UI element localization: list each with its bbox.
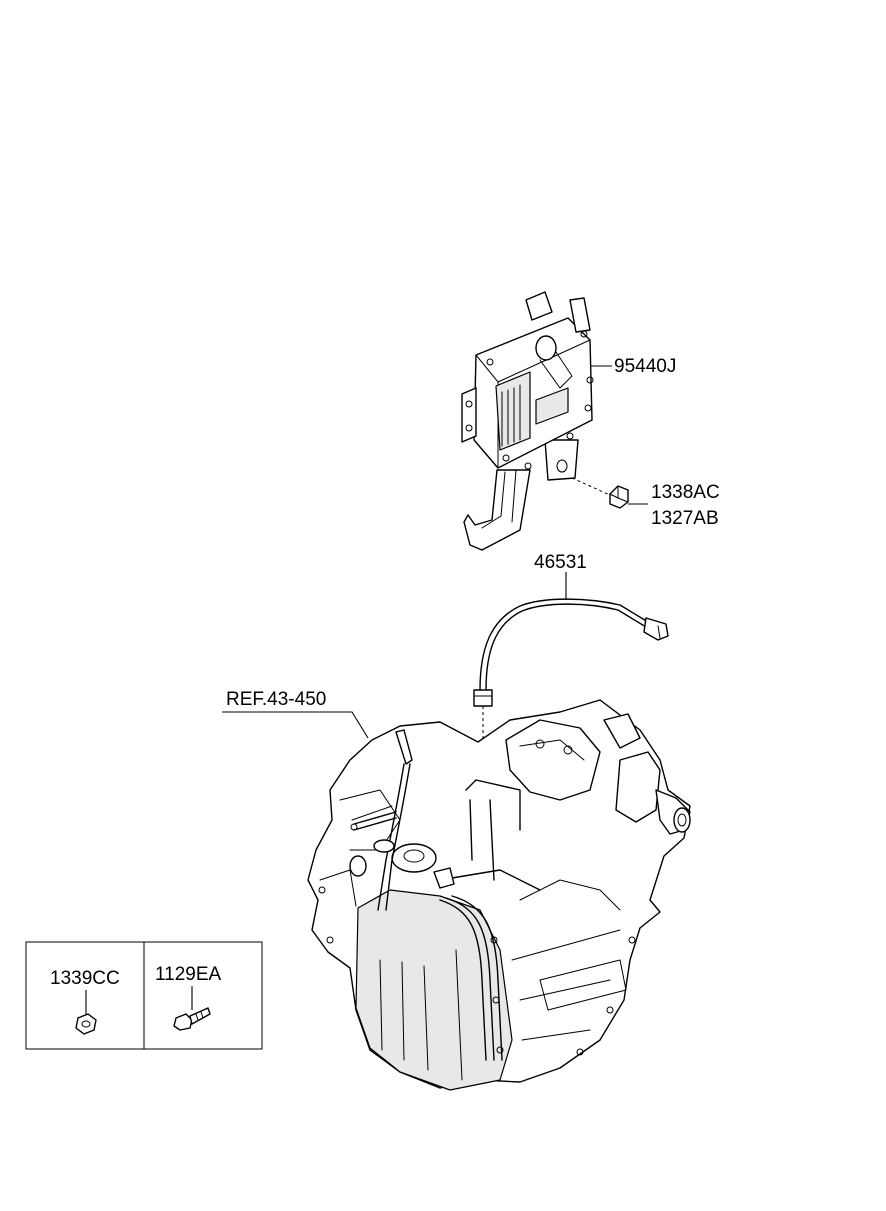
label-bolt-b: 1327AB bbox=[651, 508, 719, 529]
label-harness: 46531 bbox=[534, 552, 587, 573]
transaxle-assembly bbox=[307, 699, 691, 1091]
label-flange-bolt: 1129EA bbox=[155, 964, 222, 985]
mounting-bolt[interactable] bbox=[571, 477, 629, 509]
flange-bolt-icon[interactable] bbox=[173, 1007, 211, 1031]
label-bolt-a: 1338AC bbox=[651, 482, 720, 503]
leader-lines bbox=[85, 365, 648, 1018]
transmission-control-module[interactable] bbox=[461, 291, 594, 551]
label-nut: 1339CC bbox=[50, 968, 120, 989]
small-parts-box bbox=[25, 941, 263, 1050]
label-reference[interactable]: REF.43-450 bbox=[226, 689, 326, 710]
wiring-harness[interactable] bbox=[473, 598, 669, 756]
nut-icon[interactable] bbox=[75, 1013, 97, 1035]
label-tcm: 95440J bbox=[614, 356, 676, 377]
